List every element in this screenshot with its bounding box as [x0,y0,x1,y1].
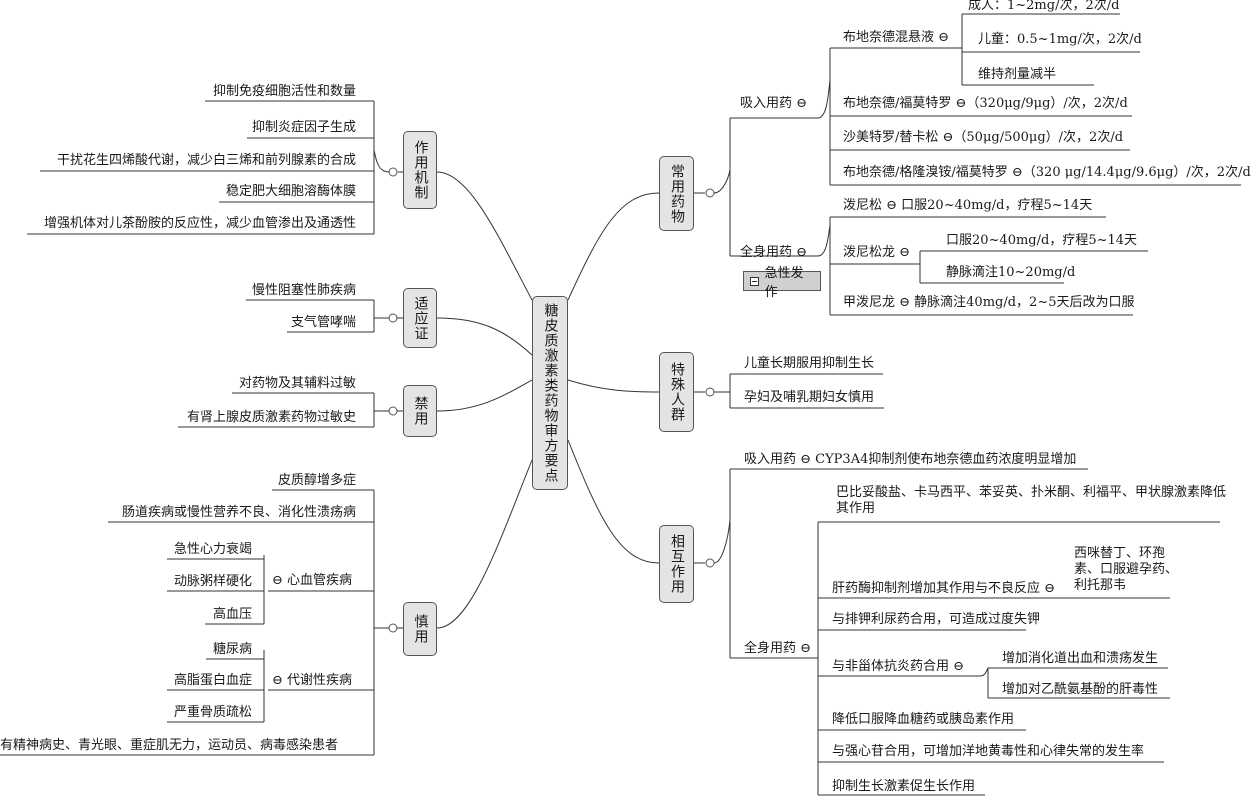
node-indication[interactable]: 适应证 [403,288,437,348]
node-special-population-label: 特殊人群 [669,362,685,422]
prednisolone-label: 泼尼松龙 ⊖ [843,245,911,260]
interaction-hypoglycemic: 降低口服降血糖药或胰岛素作用 [832,712,1015,727]
interaction-systemic-label: 全身用药 ⊖ [744,641,812,656]
budesonide-susp-label: 布地奈德混悬液 ⊖ [843,30,950,45]
cardio-item-3: 高血压 [212,607,252,622]
interaction-barbiturate: 巴比妥酸盐、卡马西平、苯妥英、扑米酮、利福平、甲状腺激素降低其作用 [836,485,1227,516]
connector-caution [436,459,533,629]
interaction-liver-detail: 西咪替丁、环孢素、口服避孕药、利托那韦 [1074,546,1179,593]
interaction-digitalis: 与强心苷合用，可增加洋地黄毒性和心律失常的发生率 [832,744,1145,759]
nsaid-item-2: 增加对乙酰氨基酚的肝毒性 [1002,682,1159,697]
prednisolone-oral: 口服20~40mg/d，疗程5~14天 [946,233,1138,248]
combo-budesonide-formoterol: 布地奈德/福莫特罗 ⊖（320μg/9μg）/次，2次/d [843,96,1128,111]
mechanism-item-4: 稳定肥大细胞溶酶体膜 [225,184,356,199]
node-common-drugs[interactable]: 常用药物 [659,156,694,231]
acute-attack-tag[interactable]: 急性发作 [743,266,821,300]
node-special-population[interactable]: 特殊人群 [659,352,694,432]
common-systemic-label: 全身用药 ⊖ [740,245,808,260]
prednisolone-iv: 静脉滴注10~20mg/d [946,265,1076,280]
contraindication-item-1: 对药物及其辅料过敏 [238,376,356,391]
metabolic-item-1: 糖尿病 [212,642,252,657]
special-item-1: 儿童长期服用抑制生长 [744,356,875,371]
node-indication-label: 适应证 [412,295,429,341]
methylprednisolone: 甲泼尼龙 ⊖ 静脉滴注40mg/d，2~5天后改为口服 [843,295,1135,310]
special-item-2: 孕妇及哺乳期妇女慎用 [744,390,875,405]
node-interaction[interactable]: 相互作用 [659,525,694,603]
mechanism-item-3: 干扰花生四烯酸代谢，减少白三烯和前列腺素的合成 [56,153,356,168]
connector-interaction [567,439,660,564]
budesonide-child: 儿童：0.5~1mg/次，2次/d [978,32,1142,47]
interaction-liver-inhibitor: 肝药酶抑制剂增加其作用与不良反应 ⊖ [832,581,1056,596]
node-caution[interactable]: 慎用 [403,602,437,656]
connector-indication [436,317,533,356]
node-interaction-label: 相互作用 [669,534,685,594]
connector-contraindication [436,379,533,412]
common-inhaled-label: 吸入用药 ⊖ [740,96,808,111]
nsaid-item-1: 增加消化道出血和溃疡发生 [1002,651,1159,666]
connector-special [567,379,660,393]
cardio-item-1: 急性心力衰竭 [173,542,252,557]
metabolic-item-2: 高脂蛋白血症 [173,673,252,688]
node-mechanism[interactable]: 作用机制 [403,131,437,209]
mechanism-item-1: 抑制免疫细胞活性和数量 [212,84,356,99]
node-contraindication-label: 禁用 [412,396,429,426]
node-caution-label: 慎用 [412,614,429,644]
caution-item-2: 肠道疾病或慢性营养不良、消化性溃疡病 [121,505,356,520]
interaction-growth-hormone: 抑制生长激素促生长作用 [832,779,976,794]
caution-cardio-label: ⊖ 心血管疾病 [272,573,353,588]
combo-triple: 布地奈德/格隆溴铵/福莫特罗 ⊖（320 μg/14.4μg/9.6μg）/次，… [843,165,1251,180]
budesonide-maintenance: 维持剂量减半 [978,67,1057,82]
node-mechanism-label: 作用机制 [412,140,429,200]
root-label: 糖皮质激素类药物审方要点 [542,303,559,483]
mechanism-item-2: 抑制炎症因子生成 [251,120,356,135]
acute-attack-label: 急性发作 [764,266,804,300]
caution-item-1: 皮质醇增多症 [277,473,356,488]
connector-mechanism [436,171,533,301]
indication-item-2: 支气管哮喘 [290,315,356,330]
metabolic-item-3: 严重骨质疏松 [173,705,252,720]
interaction-inhaled: 吸入用药 ⊖ CYP3A4抑制剂使布地奈德血药浓度明显增加 [744,452,1077,467]
indication-item-1: 慢性阻塞性肺疾病 [251,283,356,298]
interaction-diuretic: 与排钾利尿药合用，可造成过度失钾 [832,612,1041,627]
prednisone: 泼尼松 ⊖ 口服20~40mg/d，疗程5~14天 [843,198,1093,213]
mechanism-item-5: 增强机体对儿茶酚胺的反应性，减少血管渗出及通透性 [43,216,356,231]
cardio-item-2: 动脉粥样硬化 [173,574,252,589]
caution-last: 有精神病史、青光眼、重症肌无力，运动员、病毒感染患者 [0,738,339,753]
caution-metabolic-label: ⊖ 代谢性疾病 [272,673,353,688]
collapse-icon[interactable] [750,276,759,286]
node-common-drugs-label: 常用药物 [669,163,685,224]
node-contraindication[interactable]: 禁用 [403,385,437,437]
interaction-nsaid-label: 与非甾体抗炎药合用 ⊖ [832,659,965,674]
combo-salmeterol: 沙美特罗/替卡松 ⊖（50μg/500μg）/次，2次/d [843,130,1124,145]
contraindication-item-2: 有肾上腺皮质激素药物过敏史 [186,410,356,425]
budesonide-adult: 成人：1~2mg/次，2次/d [968,0,1120,13]
root-node[interactable]: 糖皮质激素类药物审方要点 [532,296,568,490]
connector-common [567,192,660,301]
